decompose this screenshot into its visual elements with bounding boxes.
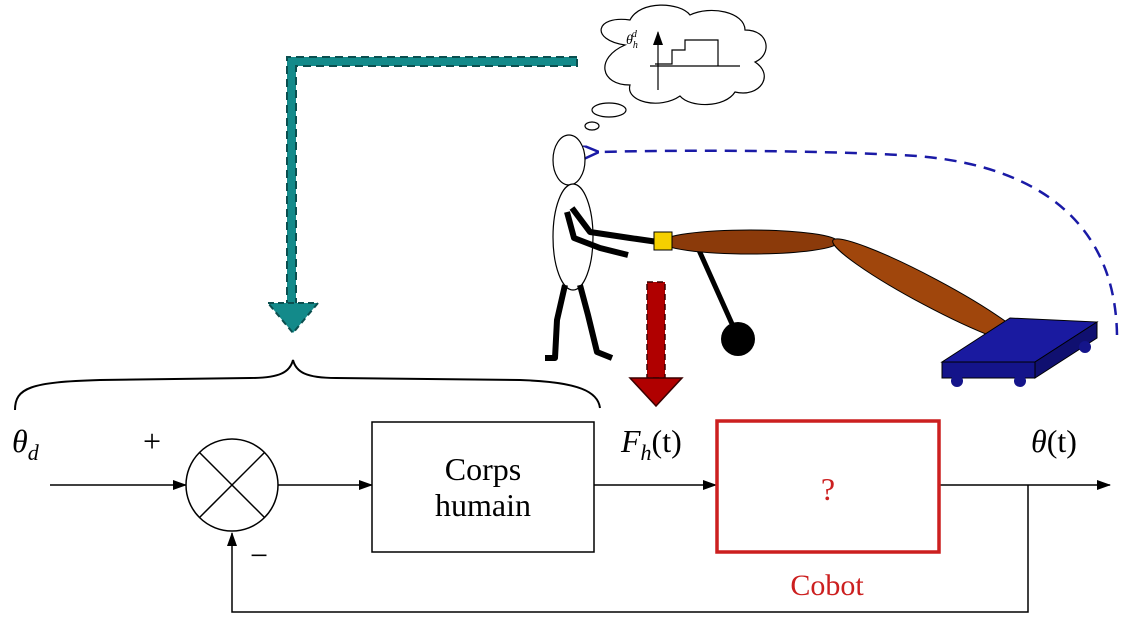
- mobile-platform: [940, 317, 1099, 387]
- human-figure: [545, 134, 659, 361]
- thought-theta-label: θhd: [626, 29, 638, 51]
- blue-feedback-arc: [597, 151, 1119, 336]
- human-body-block: [371, 421, 595, 553]
- question-mark: ?: [821, 471, 835, 507]
- block-label-line1: Corps: [445, 451, 521, 487]
- fh-label: Fh(t): [620, 423, 682, 465]
- cobot-arm: [653, 229, 1028, 356]
- block-label-line2: humain: [435, 487, 531, 523]
- theta-d-label: θd: [12, 423, 40, 465]
- cobot-block: [715, 419, 941, 554]
- minus-sign: −: [250, 537, 268, 573]
- red-force-arrow: [628, 281, 684, 408]
- summing-junction: [185, 438, 279, 532]
- cobot-label: Cobot: [790, 569, 864, 602]
- teal-arrow: [265, 56, 578, 335]
- handle-square: [653, 231, 673, 251]
- signal-lines: [50, 480, 1111, 613]
- thought-cloud: θhd: [584, 4, 767, 131]
- curly-brace: [14, 359, 601, 411]
- plus-sign: +: [143, 423, 161, 459]
- theta-t-label: θ(t): [1031, 423, 1077, 459]
